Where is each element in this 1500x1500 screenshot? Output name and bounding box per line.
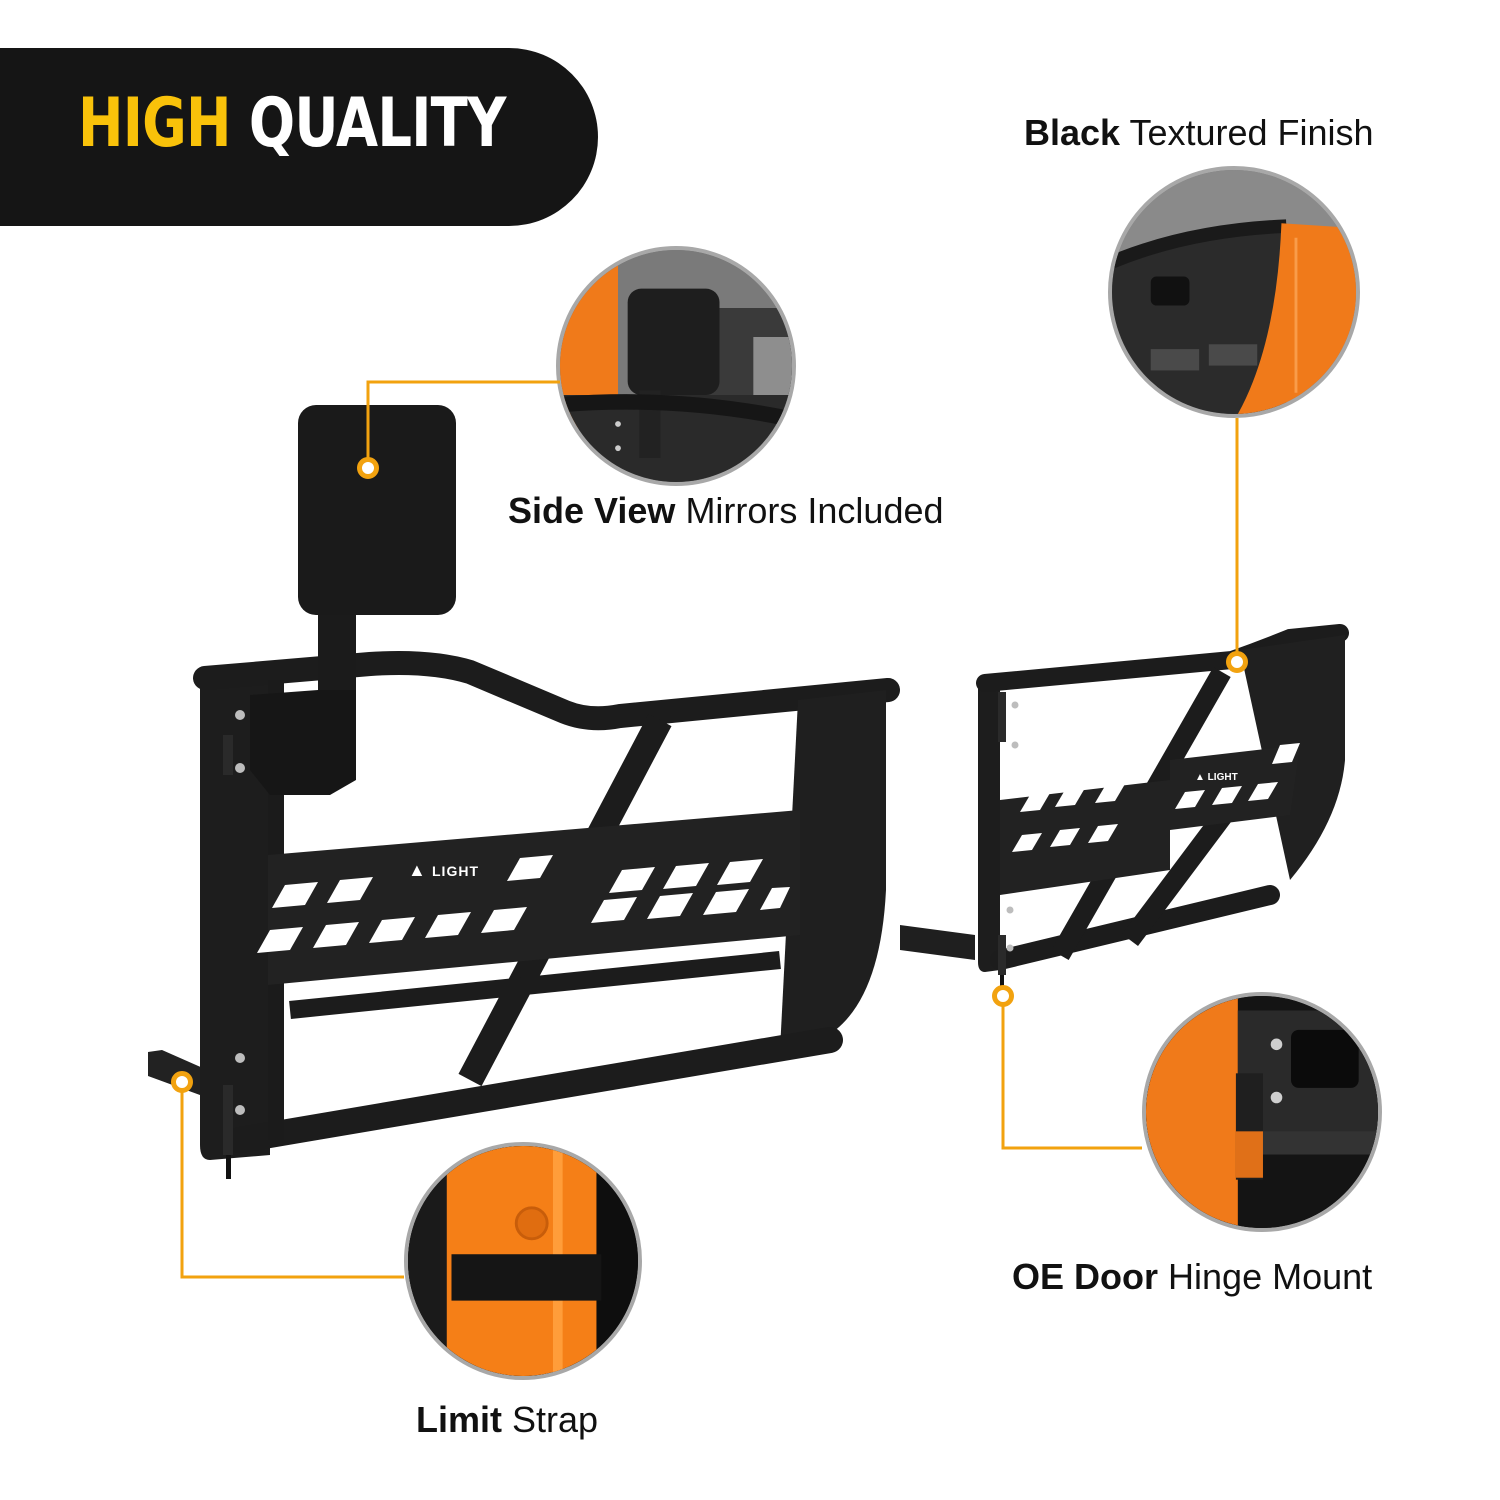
caption-bold: OE Door <box>1012 1256 1159 1297</box>
rear-tube-door: ▲ LIGHT <box>900 624 1349 995</box>
hinge-closeup-image <box>1146 996 1378 1228</box>
callout-dot-strap <box>171 1071 193 1093</box>
caption-side-view-mirrors: Side View Mirrors Included <box>508 493 944 529</box>
caption-limit-strap: Limit Strap <box>416 1402 598 1438</box>
caption-bold: Limit <box>416 1399 502 1440</box>
caption-regular: Hinge Mount <box>1168 1256 1373 1297</box>
mirror-closeup-image <box>560 250 792 482</box>
inset-side-view-mirror <box>556 246 796 486</box>
caption-regular: Textured Finish <box>1129 112 1374 153</box>
svg-text:▲ LIGHT: ▲ LIGHT <box>1195 772 1238 783</box>
caption-oe-door-hinge-mount: OE Door Hinge Mount <box>1012 1259 1372 1295</box>
strap-closeup-image <box>408 1146 638 1376</box>
inset-textured-finish <box>1108 166 1360 418</box>
headline-highlight: HIGH <box>78 84 232 163</box>
caption-regular: Mirrors Included <box>685 490 944 531</box>
caption-regular: Strap <box>512 1399 599 1440</box>
leader-line-strap <box>180 1082 404 1279</box>
headline-rest: QUALITY <box>248 84 506 163</box>
headline-text: HIGH QUALITY <box>78 90 506 158</box>
callout-dot-finish <box>1226 651 1248 673</box>
callout-dot-hinge <box>992 985 1014 1007</box>
caption-black-textured-finish: Black Textured Finish <box>1024 115 1374 151</box>
leader-line-hinge <box>1001 996 1142 1150</box>
inset-hinge-mount <box>1142 992 1382 1232</box>
leader-line-mirrors <box>366 380 560 468</box>
callout-dot-mirrors <box>357 457 379 479</box>
headline-banner <box>0 48 598 226</box>
side-mirror <box>298 405 456 615</box>
inset-limit-strap <box>404 1142 642 1380</box>
finish-closeup-image <box>1112 170 1356 414</box>
brand-logo-text: LIGHT <box>432 863 479 879</box>
brand-logo: ▲ <box>408 860 426 880</box>
caption-bold: Black <box>1024 112 1121 153</box>
caption-bold: Side View <box>508 490 676 531</box>
